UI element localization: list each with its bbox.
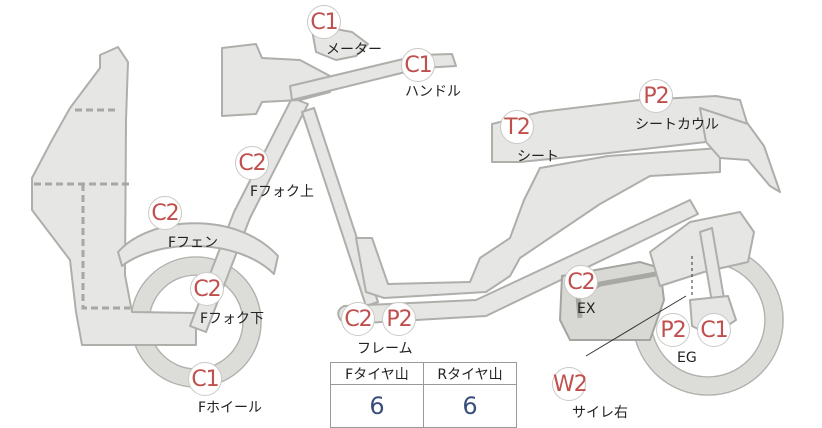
front-tire-tread-value: 6 — [330, 384, 424, 428]
front-fender-rating: C2 — [148, 196, 182, 230]
muffler-right-rating: W2 — [552, 367, 588, 401]
muffler-leader-line — [585, 295, 687, 357]
leg-shield — [31, 46, 197, 346]
frame-rating-2: P2 — [382, 302, 416, 336]
engine-rating-1: P2 — [656, 313, 690, 347]
front-tire-tread-header: Fタイヤ山 — [330, 362, 424, 385]
rear-tire-tread-header: Rタイヤ山 — [423, 362, 517, 385]
fork-lower-rating: C2 — [190, 272, 224, 306]
meter-rating: C1 — [307, 5, 341, 39]
front-wheel-rating: C1 — [188, 362, 222, 396]
front-fork — [189, 97, 309, 333]
tire-tread-value-row: 6 6 — [330, 384, 517, 428]
fork-upper-rating: C2 — [235, 146, 269, 180]
exhaust-label: EX — [577, 301, 596, 317]
fork-lower-label: Fフォク下 — [200, 311, 265, 327]
leg-shield-seam — [34, 108, 130, 310]
fork-upper-label: Fフォク上 — [250, 184, 315, 200]
rear-tire-tread-value: 6 — [423, 384, 517, 428]
seat-label: シート — [517, 149, 559, 165]
frame-rating-1: C2 — [341, 302, 375, 336]
frame-label: フレーム — [357, 341, 413, 357]
seat-cowl-rating: P2 — [639, 79, 673, 113]
front-fender-label: Fフェン — [168, 235, 219, 251]
seat-cowl-label: シートカウル — [635, 117, 719, 133]
handle-rating: C1 — [401, 48, 435, 82]
exhaust-rating: C2 — [564, 265, 598, 299]
meter-label: メーター — [326, 42, 382, 58]
muffler-right-label: サイレ右 — [572, 405, 628, 421]
front-wheel-label: Fホイール — [198, 400, 263, 416]
engine-rating-2: C1 — [697, 313, 731, 347]
tire-tread-table: Fタイヤ山 Rタイヤ山 6 6 — [330, 362, 517, 428]
seat-cowl-shape — [699, 107, 781, 193]
handle-label: ハンドル — [405, 84, 461, 100]
tire-tread-header-row: Fタイヤ山 Rタイヤ山 — [330, 362, 517, 385]
seat-rating: T2 — [500, 110, 534, 144]
engine-label: EG — [677, 350, 697, 366]
